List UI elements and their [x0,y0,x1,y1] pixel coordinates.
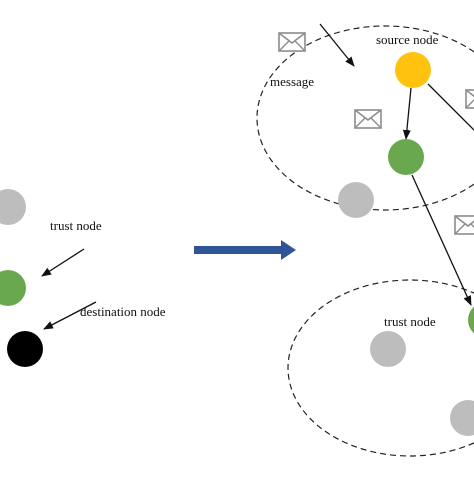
forward-edge [427,83,474,131]
untrusted-node [338,182,374,218]
trust-node-sample [0,270,26,306]
source-node-label: source node [376,32,439,47]
legend-trust-label: trust node [50,218,102,233]
legend-trust-pointer [41,248,85,277]
envelope-icon [465,89,474,109]
envelope-icon [454,215,474,235]
legend-destination-pointer [43,301,97,330]
destination-region-boundary [287,279,474,457]
relay-trust-node [388,139,424,175]
envelope-icon [354,109,382,129]
untrusted-node [450,400,474,436]
source-node [395,52,431,88]
forward-edge [402,87,412,140]
message-pointer [319,23,355,67]
network-panel: source node message trust node [256,23,474,457]
legend-panel: trust node destination node [0,189,166,367]
destination-node-sample [7,331,43,367]
untrusted-node-sample [0,189,26,225]
forward-edge [411,174,472,306]
right-arrow-icon [194,240,296,260]
envelope-icon [278,32,306,52]
network-trust-label: trust node [384,314,436,329]
legend-destination-label: destination node [80,304,166,319]
destination-trust-node [468,306,474,334]
source-region-boundary [256,25,474,211]
message-label: message [270,74,314,89]
untrusted-node [370,331,406,367]
